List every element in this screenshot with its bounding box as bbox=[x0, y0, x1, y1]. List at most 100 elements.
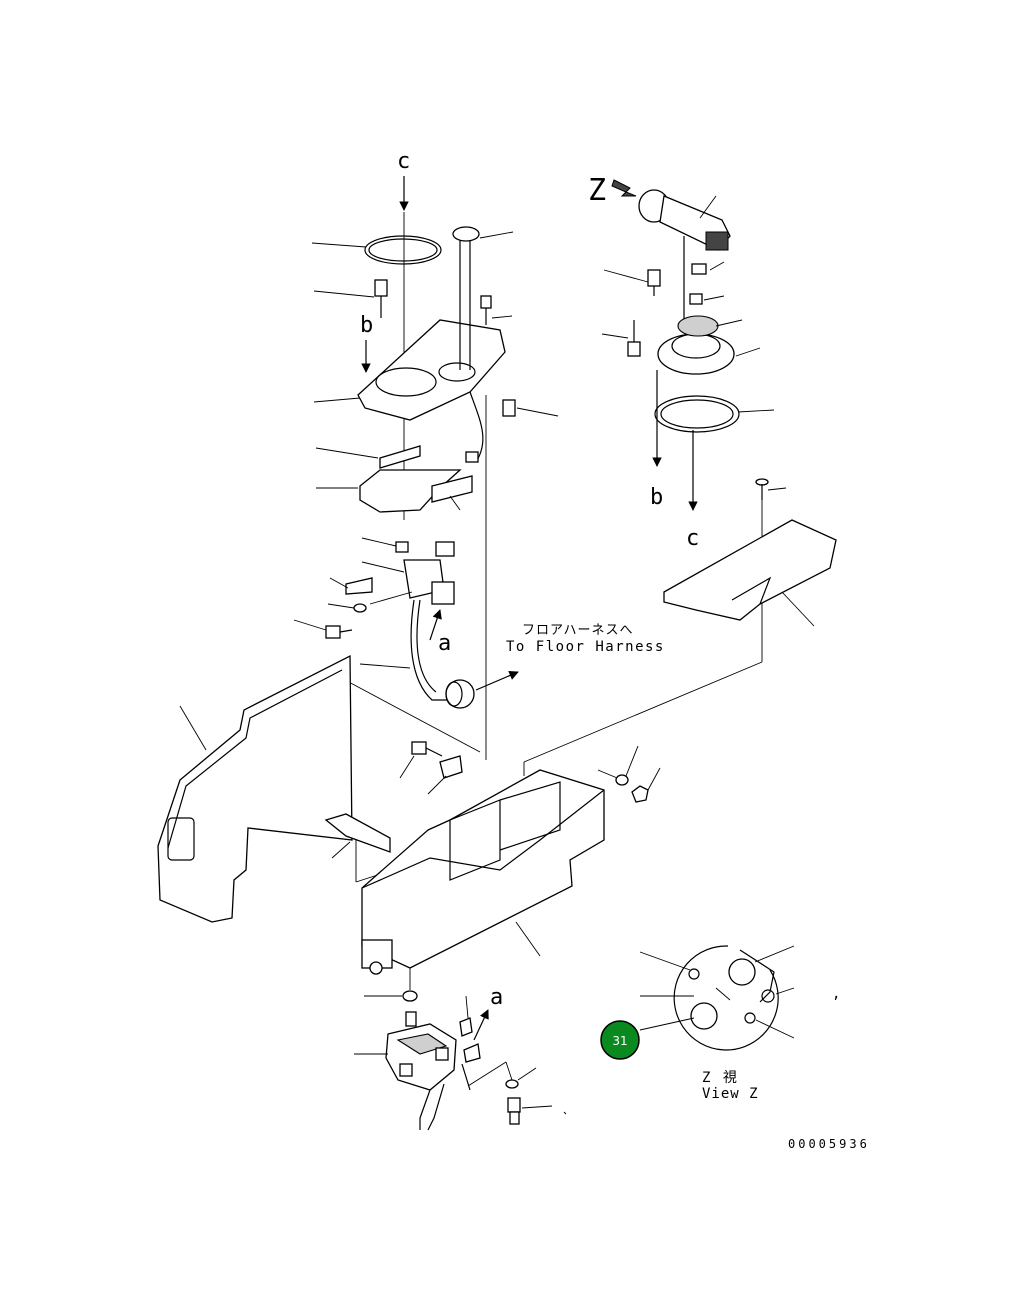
nut bbox=[615, 774, 629, 786]
leader bbox=[515, 921, 541, 957]
label-z-view: Z bbox=[588, 173, 606, 208]
leader bbox=[315, 447, 379, 459]
bolt bbox=[411, 741, 427, 755]
drawing-number: 00005936 bbox=[788, 1137, 870, 1151]
pad-top bbox=[379, 445, 421, 469]
leader bbox=[709, 261, 725, 271]
gasket-ring bbox=[364, 235, 442, 265]
guide bbox=[344, 679, 481, 753]
leader bbox=[647, 767, 661, 791]
callout-number: 31 bbox=[612, 1034, 627, 1048]
bolt-head bbox=[374, 279, 388, 297]
console-inner-wall-2 bbox=[499, 781, 561, 851]
wire bbox=[469, 391, 484, 463]
label-c-top: c bbox=[397, 149, 410, 174]
leader bbox=[737, 409, 775, 413]
label-b-left: b bbox=[360, 313, 373, 338]
plug bbox=[435, 541, 455, 557]
leader bbox=[767, 487, 787, 491]
leader bbox=[516, 407, 559, 417]
bolt-nut bbox=[509, 1111, 520, 1125]
lever-nut-2 bbox=[689, 293, 703, 305]
harness-cable-2 bbox=[416, 599, 437, 693]
washer bbox=[353, 603, 367, 613]
side-panel-body bbox=[157, 654, 353, 923]
bolt bbox=[325, 625, 341, 639]
console-end-boss bbox=[369, 961, 383, 975]
leader bbox=[313, 290, 375, 298]
label-c-right: c bbox=[686, 526, 699, 551]
pad-side bbox=[431, 475, 473, 503]
leader bbox=[735, 347, 761, 357]
console-inner-wall bbox=[449, 799, 501, 881]
clamp-2 bbox=[463, 1043, 481, 1063]
nut-hex bbox=[631, 785, 649, 803]
clamp bbox=[459, 1017, 473, 1037]
leader bbox=[699, 195, 717, 219]
leader bbox=[775, 987, 795, 995]
leader bbox=[359, 663, 411, 669]
switch-connector bbox=[431, 581, 455, 605]
callout-circle[interactable] bbox=[600, 1020, 640, 1060]
screw-head bbox=[480, 295, 492, 309]
joystick-top bbox=[396, 1033, 448, 1055]
view-z-outline bbox=[673, 945, 779, 1051]
leader bbox=[399, 755, 415, 779]
wire-connector bbox=[465, 451, 479, 463]
valve-port bbox=[435, 1047, 449, 1061]
lever-boot bbox=[657, 333, 735, 375]
leader bbox=[521, 1105, 553, 1109]
leader bbox=[639, 1017, 695, 1031]
leader bbox=[427, 775, 447, 795]
guide bbox=[505, 1061, 513, 1081]
view-direction-arrow bbox=[611, 179, 637, 197]
label-view-en: View Z bbox=[702, 1086, 759, 1102]
grommet-inner bbox=[445, 681, 463, 707]
label-harness-jp: フロアハーネスへ bbox=[522, 623, 633, 638]
knob-cap bbox=[452, 226, 480, 242]
bolt-shank bbox=[425, 747, 443, 757]
washer bbox=[505, 1079, 519, 1089]
joystick-assembly: a bbox=[354, 968, 567, 1131]
joystick-stem bbox=[405, 1011, 417, 1027]
clip bbox=[395, 541, 409, 553]
leader bbox=[331, 841, 351, 859]
view-z-wire bbox=[715, 987, 731, 1001]
leader bbox=[603, 269, 649, 283]
bolt bbox=[627, 341, 641, 357]
gasket-ring-inner bbox=[368, 238, 438, 262]
valve-port bbox=[399, 1063, 413, 1077]
nut bbox=[402, 990, 418, 1002]
leader bbox=[517, 1067, 537, 1081]
harness-cable bbox=[410, 599, 450, 701]
console-box bbox=[324, 741, 661, 975]
leader bbox=[465, 995, 469, 1019]
bolt bbox=[647, 269, 661, 287]
label-a-mid: a bbox=[438, 631, 451, 656]
ring-plate bbox=[654, 395, 740, 433]
top-left-assembly: c b bbox=[293, 149, 663, 760]
view-z-bolt bbox=[688, 968, 700, 980]
leader bbox=[639, 951, 691, 971]
hose-2 bbox=[427, 1083, 445, 1131]
leader bbox=[329, 577, 349, 589]
leader bbox=[327, 603, 355, 609]
leader bbox=[625, 745, 639, 777]
callout-31[interactable]: 31 bbox=[600, 1020, 640, 1060]
hose-3 bbox=[461, 1063, 471, 1091]
leader bbox=[781, 591, 815, 627]
leader bbox=[754, 945, 795, 963]
plate-hole-small bbox=[438, 362, 476, 382]
tick-mark bbox=[563, 1111, 567, 1115]
ring-plate-inner bbox=[660, 399, 734, 429]
leader bbox=[491, 315, 513, 319]
bolt-shank bbox=[339, 629, 353, 633]
lever-switch bbox=[705, 231, 729, 251]
foam-pad bbox=[324, 813, 391, 853]
view-z-switch-bottom bbox=[690, 1002, 718, 1030]
lever-nut bbox=[691, 263, 707, 275]
leader bbox=[449, 495, 461, 511]
view-z-bolt-2 bbox=[744, 1012, 756, 1024]
hose bbox=[419, 1089, 431, 1130]
